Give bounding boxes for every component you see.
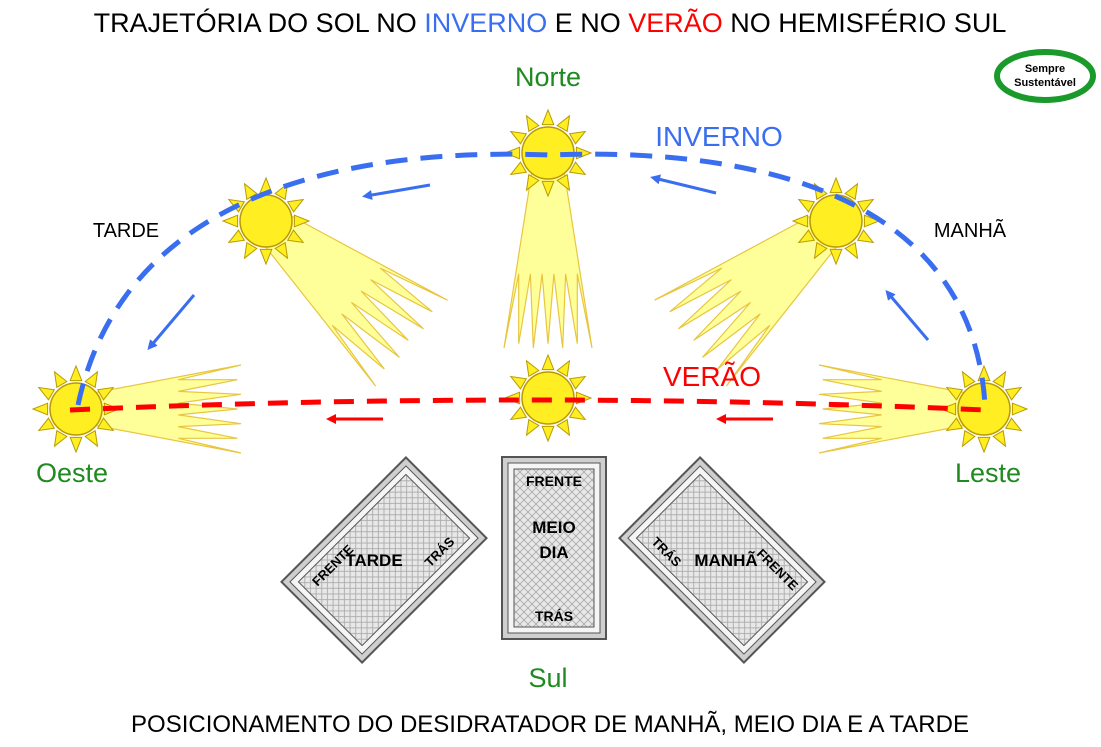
winter-label: INVERNO bbox=[655, 121, 783, 152]
logo-icon: Sempre Sustentável bbox=[994, 49, 1096, 103]
dehydrator-afternoon: TARDE FRENTE TRÁS bbox=[280, 456, 488, 664]
sun-ray-beam bbox=[263, 214, 448, 387]
dehydrator-noon-back: TRÁS bbox=[535, 608, 573, 624]
east-label: Leste bbox=[955, 458, 1021, 488]
winter-path bbox=[75, 151, 988, 406]
dehydrator-noon-front: FRENTE bbox=[526, 473, 582, 489]
sun-ray-beam bbox=[654, 214, 839, 387]
winter-arrow-icon bbox=[147, 294, 196, 351]
sun-icon bbox=[503, 108, 593, 198]
summer-label: VERÃO bbox=[663, 361, 761, 392]
dehydrator-noon: FRENTE MEIO DIA TRÁS bbox=[501, 456, 607, 640]
south-label: Sul bbox=[528, 663, 567, 693]
afternoon-label: TARDE bbox=[93, 220, 159, 242]
caption: POSICIONAMENTO DO DESIDRATADOR DE MANHÃ,… bbox=[131, 711, 969, 738]
dehydrator-morning-label: MANHÃ bbox=[694, 550, 757, 570]
west-label: Oeste bbox=[36, 458, 108, 488]
logo-line2: Sustentável bbox=[1014, 77, 1076, 89]
north-label: Norte bbox=[515, 62, 581, 92]
winter-arrow-icon bbox=[362, 183, 431, 200]
dehydrator-noon-label-1: MEIO bbox=[532, 518, 575, 537]
winter-arrow-icon bbox=[885, 289, 930, 341]
morning-label: MANHÃ bbox=[934, 218, 1007, 242]
sun-ray-beam bbox=[818, 364, 971, 454]
page-title: TRAJETÓRIA DO SOL NO INVERNO E NO VERÃO … bbox=[94, 7, 1007, 38]
sun-ray-beam bbox=[503, 166, 593, 349]
logo-line1: Sempre bbox=[1025, 63, 1065, 75]
summer-path bbox=[69, 397, 986, 413]
suns bbox=[31, 108, 1029, 454]
sun-rays bbox=[89, 166, 971, 454]
sun-icon bbox=[791, 176, 881, 266]
dehydrator-morning: MANHÃ FRENTE TRÁS bbox=[618, 456, 826, 664]
dehydrator-noon-label-2: DIA bbox=[539, 543, 568, 562]
dehydrator-afternoon-label: TARDE bbox=[345, 551, 402, 570]
winter-arrow-icon bbox=[650, 174, 717, 195]
